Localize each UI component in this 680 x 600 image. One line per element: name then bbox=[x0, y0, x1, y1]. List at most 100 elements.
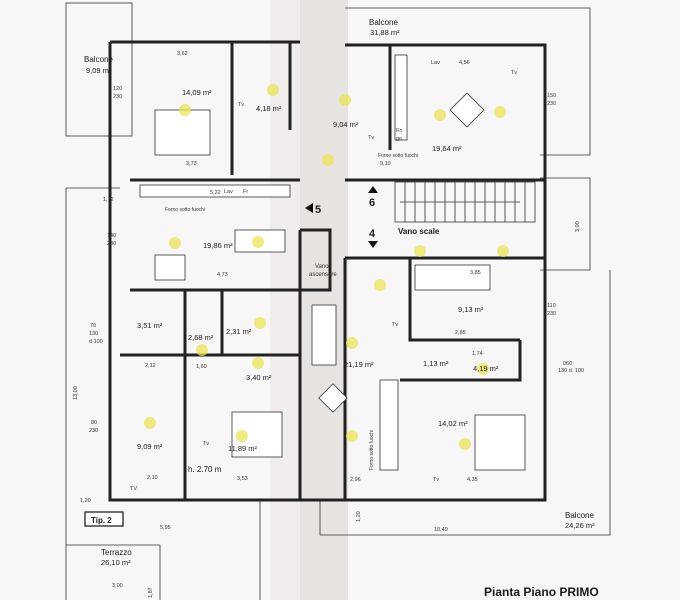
balcone-se-label: Balcone bbox=[565, 511, 594, 520]
room-area: 2,31 m² bbox=[226, 327, 252, 336]
arrow-left-icon bbox=[305, 203, 313, 213]
plan-text: Tv bbox=[368, 135, 374, 141]
room-area: 21,19 m² bbox=[344, 360, 374, 369]
balcone-n-area: 31,88 m² bbox=[370, 28, 400, 37]
plan-title: Pianta Piano PRIMO bbox=[484, 585, 599, 599]
plan-text: 1,87 bbox=[148, 587, 154, 598]
dining-table-s bbox=[318, 383, 348, 413]
plan-text: 2,96 bbox=[350, 477, 361, 483]
paper-fold-shadow bbox=[300, 0, 348, 600]
plan-text: 2,10 bbox=[147, 475, 158, 481]
side-balcony-outline bbox=[540, 177, 591, 271]
plan-text: 5,22 bbox=[210, 190, 221, 196]
dining-table-n bbox=[449, 92, 485, 128]
unit-number-5: 5 bbox=[315, 204, 321, 216]
elevator-label-1: Vano bbox=[315, 264, 329, 270]
plan-text: 130 bbox=[89, 331, 98, 337]
type-tag-box bbox=[84, 511, 124, 527]
plan-text: 230 bbox=[107, 241, 116, 247]
plan-text: d 100 bbox=[89, 339, 103, 345]
balcone-se-outline bbox=[319, 270, 611, 536]
room-area: 3,40 m² bbox=[246, 373, 272, 382]
room-area: 2,68 m² bbox=[188, 333, 214, 342]
type-tag: Tip. 2 bbox=[91, 516, 112, 525]
room-areas: 14,09 m² 4,18 m² 9,04 m² 19,64 m² 19,86 … bbox=[137, 88, 499, 453]
walls-se-bath bbox=[400, 258, 522, 382]
plan-text: 1,72 bbox=[103, 197, 114, 203]
plan-text: TV bbox=[130, 486, 137, 492]
double-bed-se bbox=[474, 414, 526, 471]
plan-text: 140 bbox=[107, 233, 116, 239]
elevator-shaft bbox=[300, 228, 332, 292]
plan-text: Forno sotto fuochi bbox=[165, 207, 205, 213]
ceiling-height: h. 2.70 m bbox=[188, 465, 222, 474]
room-area: 14,09 m² bbox=[182, 88, 212, 97]
room-area: 1,13 m² bbox=[423, 359, 449, 368]
plan-text: Tv bbox=[392, 322, 398, 328]
room-area: 3,51 m² bbox=[137, 321, 163, 330]
plan-text: 2,12 bbox=[145, 363, 156, 369]
plan-text: 230 bbox=[547, 311, 556, 317]
plan-text: 230 bbox=[113, 94, 122, 100]
plan-text: 4,73 bbox=[217, 272, 228, 278]
plan-text: 3,73 bbox=[186, 161, 197, 167]
stairs-label: Vano scale bbox=[398, 227, 440, 236]
balcone-nw-outline bbox=[65, 2, 133, 137]
walls-south bbox=[183, 230, 347, 500]
plan-text: 1,74 bbox=[472, 351, 483, 357]
room-area: 14,02 m² bbox=[438, 419, 468, 428]
plan-text: 3,62 bbox=[177, 51, 188, 57]
plan-text: 1,20 bbox=[80, 498, 91, 504]
room-area: 19,64 m² bbox=[432, 144, 462, 153]
kitchen-counter-w bbox=[139, 184, 291, 198]
plan-text: 060 bbox=[563, 361, 572, 367]
arrow-down-icon bbox=[368, 241, 378, 248]
outdoor-areas bbox=[65, 2, 611, 600]
balcone-n-outline bbox=[345, 7, 591, 156]
dining-table-w bbox=[154, 254, 186, 281]
plan-text: Tv bbox=[511, 70, 517, 76]
plan-text: 130 d. 100 bbox=[558, 368, 584, 374]
plan-text: 230 bbox=[89, 428, 98, 434]
plan-text: Forno sotto fuochi bbox=[369, 430, 375, 470]
plan-text: 3,00 bbox=[112, 583, 123, 589]
plan-text: Lav bbox=[431, 60, 440, 66]
plan-text: Tv bbox=[433, 477, 439, 483]
arrow-up-icon bbox=[368, 186, 378, 193]
room-area: 4,19 m² bbox=[473, 364, 499, 373]
plan-text: 4,35 bbox=[467, 477, 478, 483]
kitchen-counter-n bbox=[394, 54, 408, 141]
plan-text: 3,53 bbox=[237, 476, 248, 482]
plan-text: go bbox=[396, 136, 402, 142]
plan-text: Fn bbox=[396, 128, 402, 134]
plan-text: Lav bbox=[224, 189, 233, 195]
kitchen-counter-s bbox=[379, 379, 399, 471]
sofa-se bbox=[414, 264, 491, 291]
terrazzo-outline bbox=[66, 500, 261, 600]
outer-wall bbox=[108, 40, 547, 502]
balcone-n-label: Balcone bbox=[369, 18, 398, 27]
plan-text: 5,95 bbox=[160, 525, 171, 531]
plan-text: 4,56 bbox=[459, 60, 470, 66]
elevator-label-2: ascensore bbox=[309, 272, 337, 278]
room-area: 19,86 m² bbox=[203, 241, 233, 250]
plan-text: 70 bbox=[90, 323, 96, 329]
plan-text: 3,00 bbox=[575, 221, 581, 232]
plan-text: 110 bbox=[547, 303, 556, 309]
room-area: 9,09 m² bbox=[137, 442, 163, 451]
plan-text: 3,85 bbox=[470, 270, 481, 276]
plan-text: Tv bbox=[238, 102, 244, 108]
plan-text: 10,49 bbox=[434, 527, 448, 533]
furniture bbox=[139, 54, 526, 471]
terrazzo-label: Terrazzo bbox=[101, 548, 132, 557]
room-area: 11,89 m² bbox=[228, 444, 258, 453]
dimensions: 13,00 5,95 10,49 3,00 3,00 1,20 1,20 1,7… bbox=[73, 51, 584, 598]
balcone-se-area: 24,26 m² bbox=[565, 521, 595, 530]
double-bed-nw bbox=[154, 109, 211, 156]
terrazzo-area: 26,10 m² bbox=[101, 558, 131, 567]
plan-text: 2,85 bbox=[455, 330, 466, 336]
plan-text: 9,10 bbox=[380, 161, 391, 167]
plan-text: 230 bbox=[547, 101, 556, 107]
plan-text: 150 bbox=[547, 93, 556, 99]
